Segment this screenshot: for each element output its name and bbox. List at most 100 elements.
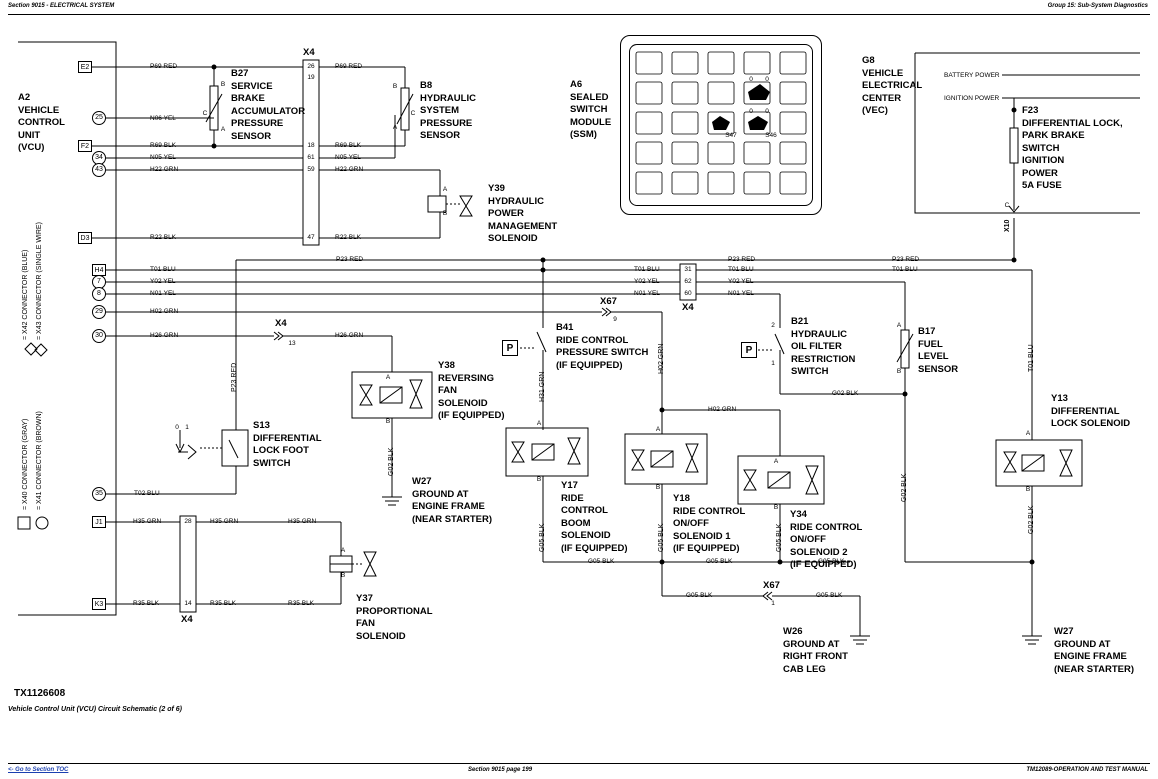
pin-label: S46 (765, 132, 777, 139)
wire-label: R35 BLK (133, 600, 160, 607)
pin-label: 26 (307, 63, 315, 70)
wire-label: H02 GRN (708, 406, 737, 413)
wire-label: G02 BLK (832, 390, 859, 397)
y37-label: Y37 PROPORTIONAL FAN SOLENOID (356, 593, 433, 642)
wire-label-vertical: G05 BLK (776, 523, 783, 552)
terminal-29: 29 (92, 305, 106, 319)
b41-label: B41 RIDE CONTROL PRESSURE SWITCH (IF EQU… (556, 322, 649, 371)
wire-label-vertical: G02 BLK (1028, 505, 1035, 534)
ground-symbols (382, 495, 1042, 645)
b21-pressure-icon: P (741, 342, 757, 358)
pin-label: B (896, 368, 902, 375)
pin-label: 28 (184, 518, 192, 525)
wire-label: H35 GRN (288, 518, 317, 525)
wire-label-vertical: G02 BLK (901, 473, 908, 502)
terminal-43: 43 (92, 163, 106, 177)
w27b-label: W27 GROUND AT ENGINE FRAME (NEAR STARTER… (1054, 626, 1135, 675)
wire-label: H26 GRN (150, 332, 179, 339)
pin-label: A (1025, 430, 1031, 437)
pin-label: 14 (184, 600, 192, 607)
x42-legend: = X42 CONNECTOR (BLUE) (22, 249, 29, 340)
wire-label: T01 BLU (728, 266, 754, 273)
wire-label: R22 BLK (150, 234, 177, 241)
wire-label: R35 BLK (210, 600, 237, 607)
ssm-icons (712, 84, 770, 130)
pin-label: 59 (307, 166, 315, 173)
pin-label: A (773, 458, 779, 465)
wire-label: H22 GRN (150, 166, 179, 173)
pin-label: B (392, 83, 398, 90)
pin-label: B (1025, 486, 1031, 493)
wire-label: Y02 YEL (150, 278, 176, 285)
figure-caption: Vehicle Control Unit (VCU) Circuit Schem… (8, 706, 182, 713)
x4-small-label: X4 (682, 302, 694, 313)
wire-label: P23 RED (336, 256, 364, 263)
splice-dots (211, 64, 1035, 565)
a6-ssm-label: A6 SEALED SWITCH MODULE (SSM) (570, 79, 612, 140)
wire-label: P69 RED (335, 63, 363, 70)
terminal-f2: F2 (78, 140, 92, 152)
wire-label-vertical: P23 RED (231, 362, 238, 392)
terminal-35: 35 (92, 487, 106, 501)
pin-label: 2 (771, 322, 775, 329)
wire-label: R69 BLK (335, 142, 362, 149)
pin-label: B (340, 572, 346, 579)
a2-vcu-label: A2 VEHICLE CONTROL UNIT (VCU) (18, 92, 65, 153)
wire-label: G05 BLK (816, 592, 843, 599)
x41-legend: = X41 CONNECTOR (BROWN) (36, 411, 43, 510)
x4-lower-label: X4 (181, 614, 193, 625)
pin-label: C (1004, 202, 1010, 209)
ssm-inner-frame (629, 44, 813, 206)
b41-pressure-icon: P (502, 340, 518, 356)
b8-label: B8 HYDRAULIC SYSTEM PRESSURE SENSOR (420, 80, 476, 141)
wire-label: H22 GRN (335, 166, 364, 173)
pin-label: 0 (765, 108, 769, 115)
pin-label: 13 (288, 340, 296, 347)
pin-label: A (392, 124, 398, 131)
header-left: Section 9015 - ELECTRICAL SYSTEM (8, 3, 115, 9)
pin-label: A (442, 186, 448, 193)
wire-label: N01 YEL (150, 290, 176, 297)
w27a-label: W27 GROUND AT ENGINE FRAME (NEAR STARTER… (412, 476, 493, 525)
pin-label: 61 (307, 154, 315, 161)
footer-toc-link[interactable]: <- Go to Section TOC (8, 767, 69, 773)
pin-label: A (655, 426, 661, 433)
pin-label: 9 (613, 316, 617, 323)
pin-label: 1 (185, 424, 189, 431)
wire-label-vertical: G05 BLK (539, 523, 546, 552)
y13-label: Y13 DIFFERENTIAL LOCK SOLENOID (1051, 393, 1131, 429)
pin-label: B (536, 476, 542, 483)
vcu-outline (18, 41, 117, 616)
wire-label: R35 BLK (288, 600, 315, 607)
wire-label: T01 BLU (892, 266, 918, 273)
wire-label: G05 BLK (686, 592, 713, 599)
b27-label: B27 SERVICE BRAKE ACCUMULATOR PRESSURE S… (231, 68, 306, 142)
s13-label: S13 DIFFERENTIAL LOCK FOOT SWITCH (253, 420, 322, 469)
wire-label: G05 BLK (818, 558, 845, 565)
y34-label: Y34 RIDE CONTROL ON/OFF SOLENOID 2 (IF E… (790, 509, 863, 570)
pin-label: C (410, 110, 416, 117)
x4-lower-connector-block (179, 515, 197, 613)
pin-label: B (773, 504, 779, 511)
y17-label: Y17 RIDE CONTROL BOOM SOLENOID (IF EQUIP… (561, 480, 628, 554)
wire-label: P23 RED (892, 256, 920, 263)
vec-outline (914, 52, 1140, 214)
x67-top-label: X67 (600, 296, 617, 307)
wire-label: H35 GRN (133, 518, 162, 525)
pin-label: 0 (749, 108, 753, 115)
wire-label: Y02 YEL (728, 278, 754, 285)
vec-battery-power: BATTERY POWER (944, 72, 1000, 79)
pin-label: A (896, 322, 902, 329)
w26-label: W26 GROUND AT RIGHT FRONT CAB LEG (783, 626, 848, 675)
b17-label: B17 FUEL LEVEL SENSOR (918, 326, 959, 375)
pin-label: B (655, 484, 661, 491)
terminal-25: 25 (92, 111, 106, 125)
terminal-d3: D3 (78, 232, 92, 244)
x43-legend: = X43 CONNECTOR (SINGLE WIRE) (36, 222, 43, 340)
wire-label: H26 GRN (335, 332, 364, 339)
terminal-30: 30 (92, 329, 106, 343)
x4-connector-block (302, 59, 320, 246)
wire-label: T01 BLU (634, 266, 660, 273)
terminal-k3: K3 (92, 598, 106, 610)
